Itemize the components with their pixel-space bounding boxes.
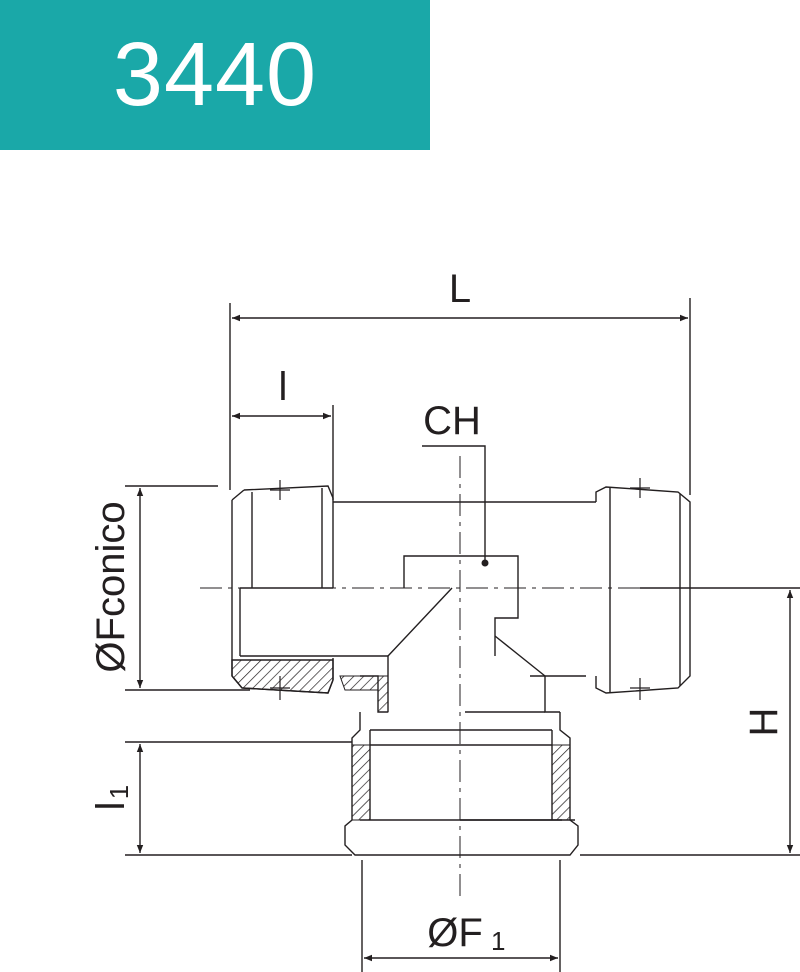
label-branch-diameter: ØF 1 [427,911,505,956]
svg-text:ØF: ØF [427,911,483,955]
label-height: H [742,708,786,737]
label-wrench-size: CH [423,399,481,443]
svg-text:1: 1 [104,785,134,799]
product-code: 3440 [112,25,318,125]
dimension-cone-diameter [125,485,250,691]
dimension-branch-diameter [361,860,561,972]
dimension-thread-length [232,405,334,500]
svg-text:1: 1 [491,926,505,956]
thread-marks [270,478,650,700]
label-cone-diameter: ØFconico [89,501,133,672]
label-branch-thread-length: l 1 [89,785,134,811]
label-length: L [449,267,471,311]
wrench-size-leader [422,445,486,562]
leader-dot [481,559,489,567]
center-lines [200,456,800,900]
dimension-l [229,298,691,495]
label-thread-length: l [279,365,288,409]
header-badge [0,0,430,150]
svg-text:l: l [89,802,133,811]
dimension-branch-thread-length [125,741,352,856]
thread-hatching [231,659,571,821]
